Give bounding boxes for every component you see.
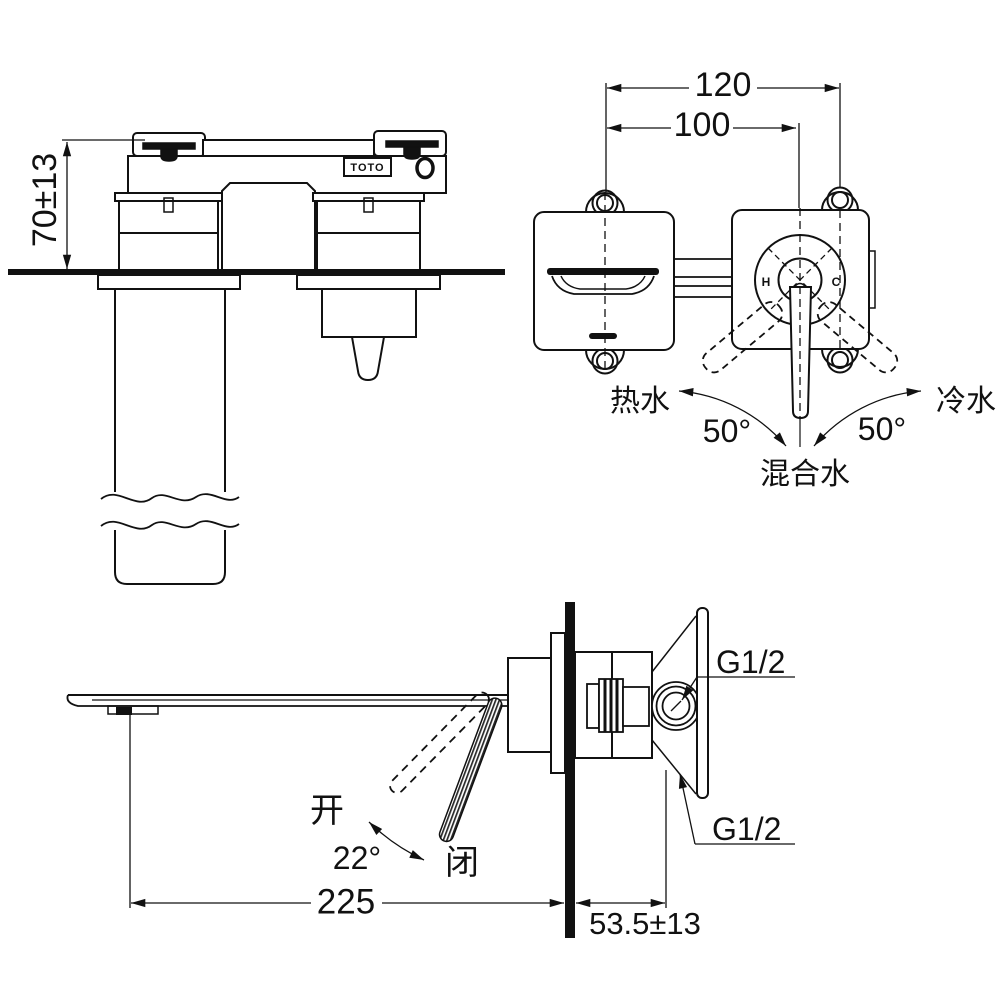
- wall-escutcheon-side: [550, 632, 566, 774]
- spout-plate: [533, 189, 675, 375]
- mounting-plate: [696, 607, 709, 799]
- hot-swing-arc: [678, 388, 787, 447]
- dimension-120-label: 120: [695, 66, 752, 104]
- closed-label: 闭: [445, 844, 479, 882]
- left-clip: [142, 142, 196, 150]
- cold-swing-arc: [813, 388, 922, 447]
- cartridge: [586, 678, 650, 733]
- dimension-100: 100: [607, 106, 796, 144]
- dimension-height: 70±13: [26, 139, 145, 269]
- brand-logo-box: [343, 157, 392, 177]
- aerator: [107, 705, 159, 715]
- dimension-100-label: 100: [674, 106, 731, 144]
- cold-position-ghost: [816, 301, 899, 374]
- break-wave-top: [100, 493, 240, 503]
- trim-extension-lines: [605, 83, 841, 208]
- handle-closed: [438, 697, 503, 843]
- front-elevation-view: TOTO: [8, 130, 505, 585]
- hot-water-label: 热水: [610, 385, 670, 418]
- break-wave-bottom: [100, 520, 240, 530]
- open-label: 开: [310, 792, 344, 830]
- cold-marker: C: [832, 275, 841, 289]
- handle-front: [321, 288, 417, 382]
- side-tab: [868, 250, 876, 309]
- connecting-pipe: [674, 258, 732, 298]
- valve-flange: [296, 274, 441, 290]
- below-wall-parts: [97, 274, 441, 585]
- left-pedestal: [114, 192, 223, 273]
- wall-line-side: [565, 602, 575, 938]
- drain-slot: [589, 333, 617, 339]
- mounting-braces: [651, 615, 697, 795]
- dimension-225: 225: [129, 715, 564, 922]
- dimension-120: 120: [607, 66, 839, 104]
- mixed-water-label: 混合水: [760, 458, 850, 491]
- brand-logo: TOTO: [350, 162, 384, 174]
- spout-side: [66, 694, 508, 715]
- faucet-body-side: [507, 657, 552, 753]
- spout-shank: [100, 289, 240, 585]
- left-clip-tab: [160, 148, 178, 162]
- spout-flange: [97, 274, 241, 290]
- dimension-height-label: 70±13: [26, 153, 64, 247]
- trim-front-view: 120 100: [533, 66, 996, 491]
- cold-water-label: 冷水: [936, 385, 996, 418]
- handle-plate: H C: [731, 186, 876, 447]
- swing-arcs: [678, 388, 922, 447]
- thread-top-label: G1/2: [716, 644, 785, 680]
- dimension-depth: 53.5±13: [576, 770, 701, 941]
- inlet-connector: [651, 681, 701, 731]
- hot-marker: H: [762, 275, 771, 289]
- faucet-body-front: TOTO: [114, 130, 447, 273]
- handle-hub-front: [415, 156, 435, 180]
- thread-callout-top: G1/2: [681, 644, 795, 701]
- spout-front: [547, 268, 659, 295]
- thread-callout-bottom: G1/2: [678, 773, 795, 847]
- thread-bottom-label: G1/2: [712, 811, 781, 847]
- dimension-225-label: 225: [317, 883, 375, 922]
- right-clip-tab: [403, 146, 421, 160]
- right-pedestal: [312, 192, 425, 273]
- dimension-depth-label: 53.5±13: [589, 906, 701, 941]
- open-angle-label: 22°: [333, 840, 381, 876]
- open-close-arc: [368, 821, 425, 861]
- side-section-view: 225 53.5±13 G1/2 G1/2 开 22° 闭: [66, 602, 795, 941]
- cold-angle-label: 50°: [858, 411, 906, 447]
- spout-housing-front: [221, 182, 316, 273]
- hot-angle-label: 50°: [703, 413, 751, 449]
- right-clip: [385, 140, 439, 148]
- handle-open-ghost: [389, 691, 490, 794]
- in-wall-valve: [574, 607, 709, 799]
- hot-position-ghost: [701, 301, 784, 374]
- wall-line-front: [8, 269, 505, 275]
